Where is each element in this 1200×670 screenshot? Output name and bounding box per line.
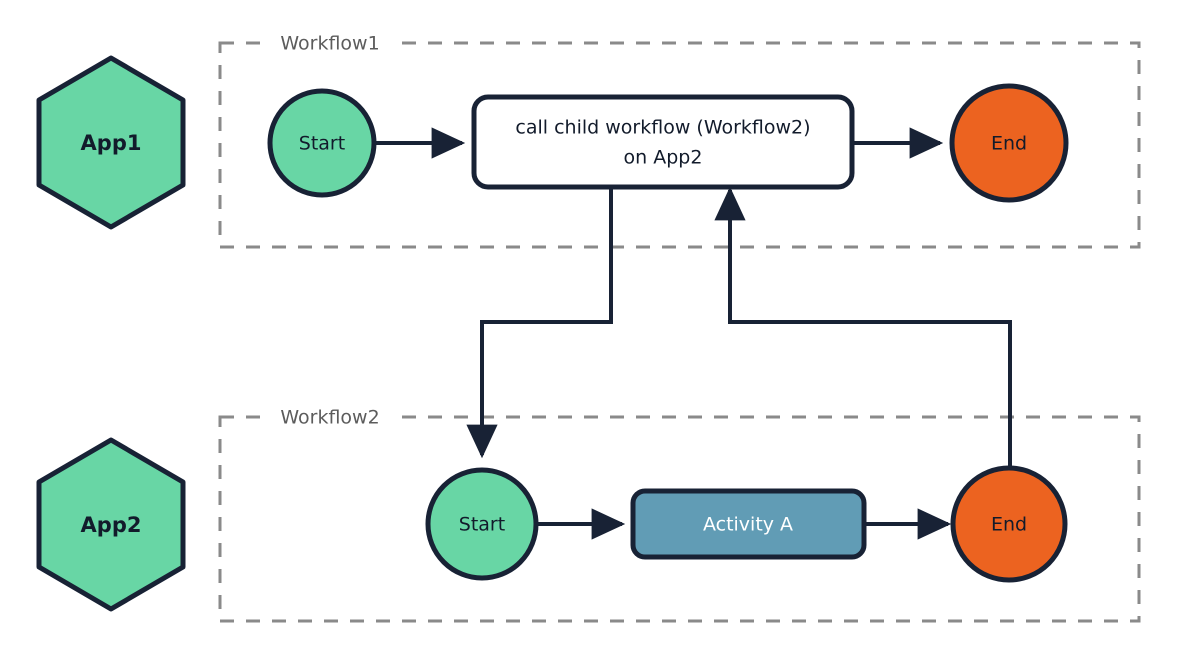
wf2-end-label: End — [991, 514, 1027, 536]
wf1-call-label-line2: on App2 — [624, 147, 703, 169]
wf1-start-label: Start — [299, 133, 345, 155]
wf2-activity-label: Activity A — [703, 514, 793, 536]
wf1-call-child-workflow-node[interactable]: call child workflow (Workflow2) on App2 — [471, 94, 855, 190]
wf2-start-circle-shape — [425, 467, 539, 581]
workflow1-label-backdrop — [266, 30, 394, 56]
edge-call-to-wf2-start — [466, 186, 613, 459]
workflow1-dashed-border — [218, 41, 1141, 249]
wf2-activity-box-shape — [630, 488, 867, 560]
app1-node[interactable]: App1 — [36, 55, 186, 230]
app2-label: App2 — [81, 513, 142, 537]
wf2-start-label: Start — [459, 514, 505, 536]
app1-hexagon-shape — [36, 55, 186, 230]
group-workflow2: Workflow2 — [218, 404, 1141, 623]
workflow1-label: Workflow1 — [280, 33, 379, 55]
wf1-call-label-line1: call child workflow (Workflow2) — [515, 117, 810, 139]
workflow2-label: Workflow2 — [280, 407, 379, 429]
app2-hexagon-shape — [36, 437, 186, 612]
wf1-end-node[interactable]: End — [949, 83, 1069, 203]
wf1-end-circle-shape — [949, 83, 1069, 203]
group-workflow1: Workflow1 — [218, 30, 1141, 249]
wf1-start-node[interactable]: Start — [267, 88, 377, 198]
edge-wf2-end-to-call — [714, 186, 1012, 472]
wf1-end-label: End — [991, 133, 1027, 155]
wf2-end-circle-shape — [950, 465, 1068, 583]
wf2-start-node[interactable]: Start — [425, 467, 539, 581]
workflow2-label-backdrop — [266, 404, 394, 430]
wf1-start-circle-shape — [267, 88, 377, 198]
app1-label: App1 — [81, 131, 142, 155]
wf2-activity-node[interactable]: Activity A — [630, 488, 867, 560]
app2-node[interactable]: App2 — [36, 437, 186, 612]
workflow2-dashed-border — [218, 415, 1141, 623]
wf1-call-box-shape — [471, 94, 855, 190]
wf2-end-node[interactable]: End — [950, 465, 1068, 583]
